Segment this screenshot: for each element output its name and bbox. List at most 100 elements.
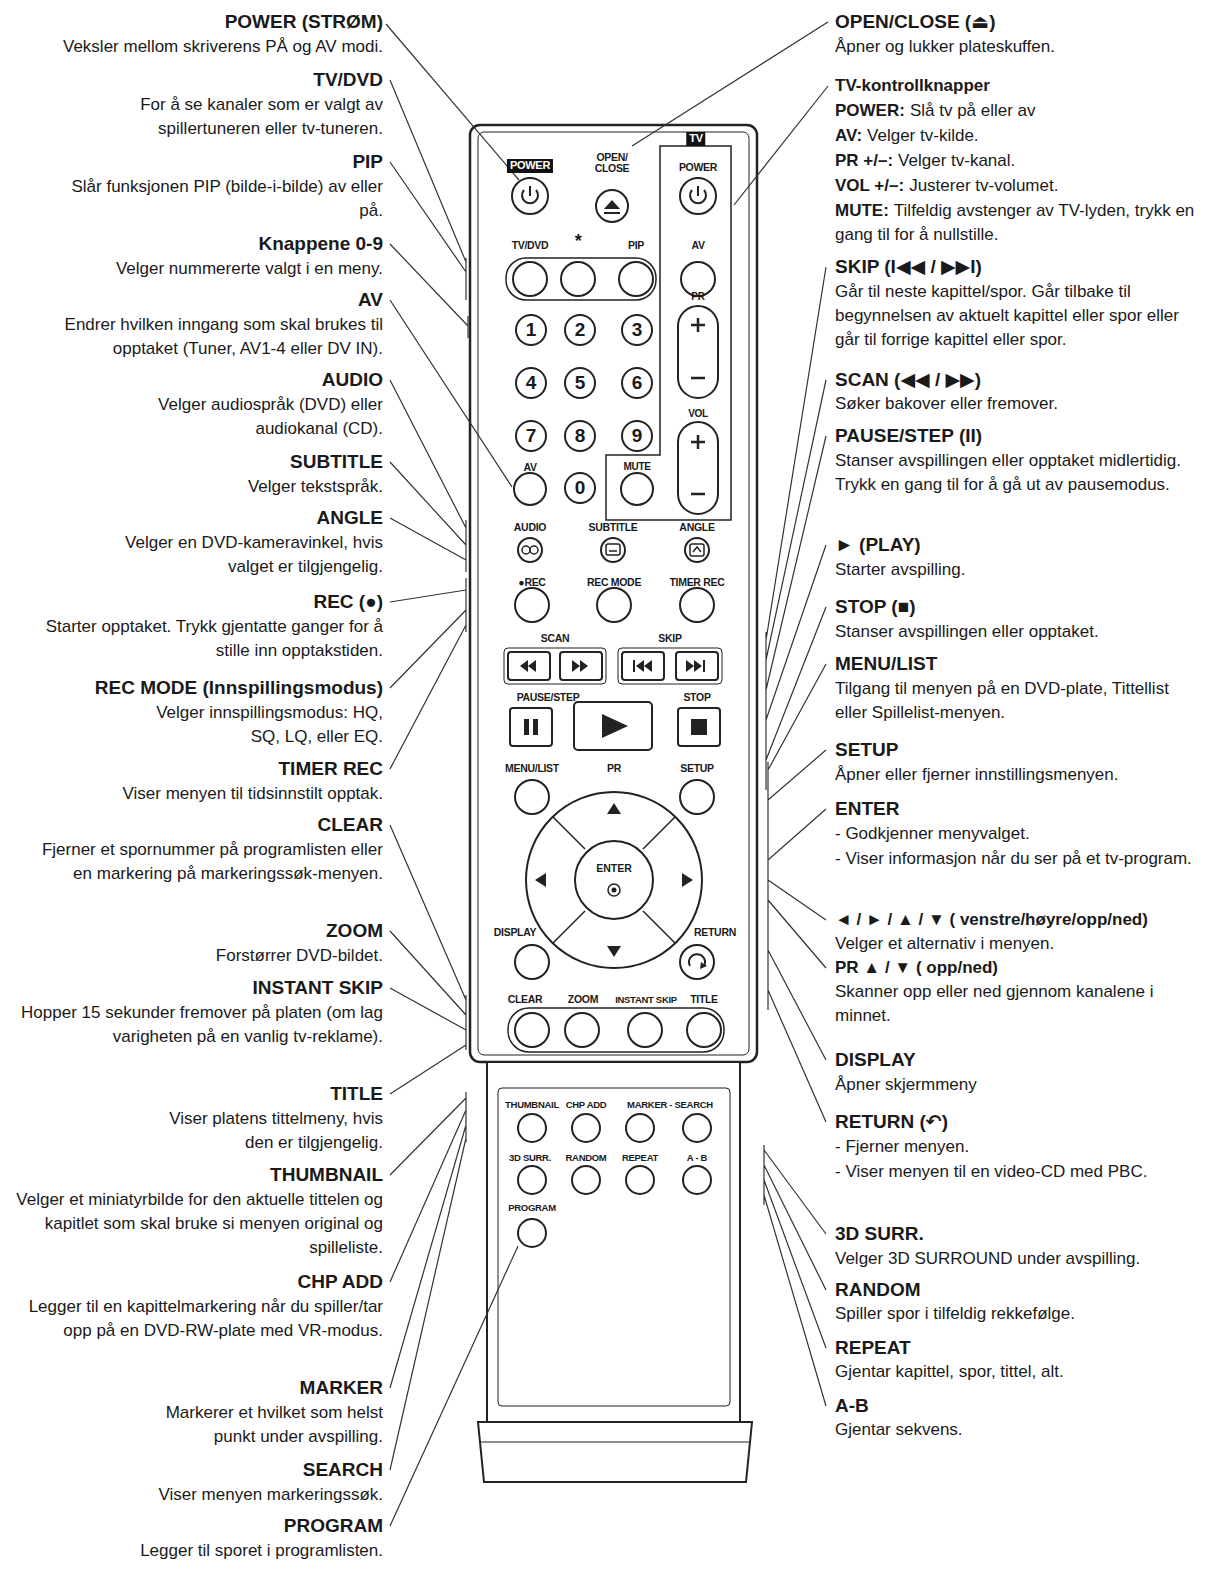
- callout-text: Velger innspillingsmodus: HQ, SQ, LQ, el…: [143, 701, 383, 749]
- callout-text: Velger tv-kilde.: [867, 126, 979, 145]
- button-label: OPEN/ CLOSE: [588, 152, 636, 174]
- callout-key: AV:: [835, 126, 862, 145]
- button-label: VOL: [688, 409, 708, 420]
- button-label: RETURN: [694, 927, 736, 938]
- callout-heading: DISPLAY: [835, 1048, 1205, 1072]
- callout-text: Endrer hvilken inngang som skal brukes t…: [13, 313, 383, 361]
- callout-heading: ► (PLAY): [835, 533, 1205, 557]
- number-button: 0: [564, 472, 596, 504]
- callout-heading: RETURN (↶): [835, 1110, 1205, 1134]
- button-text: 5: [575, 372, 586, 394]
- button-label: PR: [691, 292, 704, 303]
- callout-text: Starter avspilling.: [835, 558, 1205, 582]
- number-button: 3: [621, 314, 653, 346]
- callout-heading: ENTER: [835, 797, 1205, 821]
- button-label: THUMBNAIL: [505, 1100, 559, 1110]
- callout-line: AV: Velger tv-kilde.: [835, 124, 1205, 148]
- button-label: POWER: [679, 162, 717, 173]
- button-label: MARKER - SEARCH: [627, 1100, 713, 1110]
- button-label: TIMER REC: [669, 577, 724, 588]
- number-button: 5: [564, 367, 596, 399]
- callout-heading: ANGLE: [13, 506, 383, 530]
- callout-text: Åpner skjermmeny: [835, 1073, 1205, 1097]
- number-button: 6: [621, 367, 653, 399]
- button-label: ANGLE: [679, 522, 714, 533]
- button-label: PROGRAM: [508, 1203, 556, 1213]
- number-button: 8: [564, 420, 596, 452]
- callout-text: Velger tv-kanal.: [898, 151, 1015, 170]
- callout-heading: STOP (■): [835, 595, 1205, 619]
- callout-heading: THUMBNAIL: [13, 1163, 383, 1187]
- callout-text: Går til neste kapittel/spor. Går tilbake…: [835, 280, 1205, 352]
- callout-text: Velger et miniatyrbilde for den aktuelle…: [13, 1188, 383, 1260]
- callout-text: Gjentar sekvens.: [835, 1418, 1205, 1442]
- button-label: TV/DVD: [512, 240, 549, 251]
- callout-heading: REPEAT: [835, 1336, 1205, 1360]
- callout-text: Fjerner et spornummer på programlisten e…: [33, 838, 383, 886]
- callout-heading: 3D SURR.: [835, 1222, 1205, 1246]
- callout-line: MUTE:Tilfeldig avstenger av TV-lyden, tr…: [835, 199, 1205, 247]
- callout-heading: PR ▲ / ▼ ( opp/ned): [835, 956, 1205, 980]
- button-label: INSTANT SKIP: [615, 995, 677, 1005]
- callout-text: Tilfeldig avstenger av TV-lyden, trykk e…: [835, 201, 1194, 244]
- button-label: REPEAT: [622, 1153, 658, 1163]
- callout-heading: A-B: [835, 1394, 1205, 1418]
- callout-text: Legger til sporet i programlisten.: [43, 1539, 383, 1563]
- callout-text: Velger en DVD-kameravinkel, hvis valget …: [123, 531, 383, 579]
- button-label: SKIP: [658, 633, 681, 644]
- callout-line: POWER:Slå tv på eller av: [835, 99, 1205, 123]
- callout-text: Åpner og lukker plateskuffen.: [835, 35, 1205, 59]
- callout-text: Slå tv på eller av: [910, 101, 1036, 120]
- callout-text: - Godkjenner menyvalget.: [835, 822, 1205, 846]
- button-text: ENTER: [596, 862, 632, 874]
- callout-heading: TITLE: [13, 1082, 383, 1106]
- callout-heading: SEARCH: [13, 1458, 383, 1482]
- callout-heading: SCAN (◀◀ / ▶▶): [835, 368, 1205, 392]
- button-label: DISPLAY: [494, 927, 536, 938]
- button-label: RANDOM: [566, 1153, 607, 1163]
- callout-heading: ◄ / ► / ▲ / ▼ ( venstre/høyre/opp/ned): [835, 908, 1205, 932]
- leader-lines: [386, 22, 828, 1526]
- button-label: TITLE: [690, 994, 718, 1005]
- button-label: AV: [523, 462, 536, 473]
- callout-text: - Fjerner menyen.: [835, 1135, 1205, 1159]
- button-label: MENU/LIST: [505, 763, 559, 774]
- callout-text: Velger 3D SURROUND under avspilling.: [835, 1247, 1205, 1271]
- callout-line: PR +/–:Velger tv-kanal.: [835, 149, 1205, 173]
- number-button: 4: [515, 367, 547, 399]
- callout-heading: SETUP: [835, 738, 1205, 762]
- callout-heading: TIMER REC: [13, 757, 383, 781]
- callout-text: Veksler mellom skriverens PÅ og AV modi.: [43, 35, 383, 59]
- callout-text: Velger audiospråk (DVD) eller audiokanal…: [153, 393, 383, 441]
- callout-heading: MENU/LIST: [835, 652, 1205, 676]
- callout-text: - Viser informasjon når du ser på et tv-…: [835, 847, 1205, 871]
- button-label: *: [575, 232, 582, 251]
- callout-line: VOL +/–: Justerer tv-volumet.: [835, 174, 1205, 198]
- callout-heading: OPEN/CLOSE (⏏): [835, 10, 1205, 34]
- callout-heading: MARKER: [13, 1376, 383, 1400]
- button-text: 7: [526, 425, 537, 447]
- callout-text: Hopper 15 sekunder fremover på platen (o…: [13, 1001, 383, 1049]
- callout-heading: INSTANT SKIP: [13, 976, 383, 1000]
- button-label: MUTE: [623, 462, 650, 473]
- callout-text: Søker bakover eller fremover.: [835, 392, 1205, 416]
- callout-text: Justerer tv-volumet.: [909, 176, 1058, 195]
- callout-heading: Knappene 0-9: [13, 232, 383, 256]
- callout-heading: SUBTITLE: [13, 450, 383, 474]
- callout-text: For å se kanaler som er valgt av spiller…: [83, 93, 383, 141]
- callout-key: VOL +/–:: [835, 176, 904, 195]
- callout-heading: TV/DVD: [13, 68, 383, 92]
- callout-text: Skanner opp eller ned gjennom kanalene i…: [835, 980, 1205, 1028]
- button-label: AV: [691, 240, 704, 251]
- callout-heading: RANDOM: [835, 1278, 1205, 1302]
- button-text: 4: [526, 372, 537, 394]
- callout-text: Åpner eller fjerner innstillingsmenyen.: [835, 763, 1205, 787]
- callout-heading: POWER (STRØM): [13, 10, 383, 34]
- callout-heading: SKIP (I◀◀ / ▶▶I): [835, 255, 1205, 279]
- callout-text: Gjentar kapittel, spor, tittel, alt.: [835, 1360, 1205, 1384]
- callout-heading: TV-kontrollknapper: [835, 74, 1205, 98]
- callout-heading: AUDIO: [13, 368, 383, 392]
- button-text: 1: [526, 319, 537, 341]
- callout-text: Slår funksjonen PIP (bilde-i-bilde) av e…: [53, 175, 383, 223]
- button-label: TV: [686, 132, 705, 146]
